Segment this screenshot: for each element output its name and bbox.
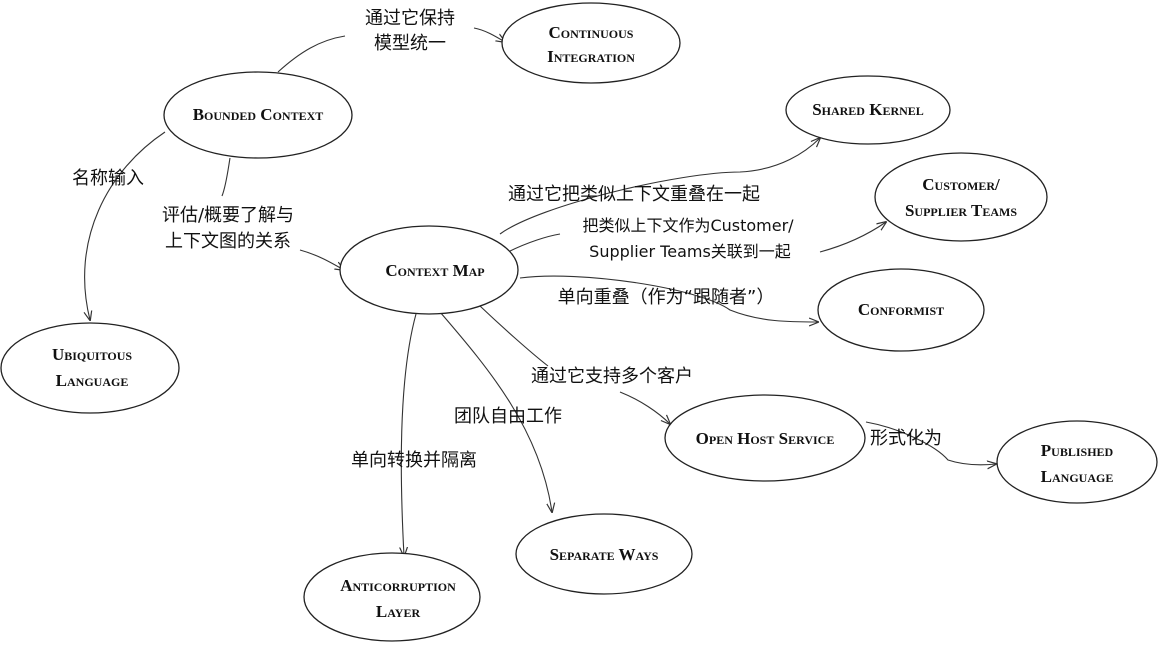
- edge-label-to-ci: [473, 27, 505, 42]
- node-open-host-service: Open Host Service: [664, 394, 866, 482]
- customer-supplier-line1: Customer/: [922, 175, 1000, 194]
- continuous-integration-line1: Continuous: [549, 23, 634, 42]
- continuous-integration-line2: Integration: [547, 47, 635, 66]
- published-language-line2: Language: [1041, 467, 1114, 486]
- node-customer-supplier: Customer/ Supplier Teams: [874, 152, 1048, 242]
- node-continuous-integration: Continuous Integration: [501, 2, 681, 84]
- rel-formalize-as: 形式化为: [870, 428, 942, 449]
- separate-ways-label: Separate Ways: [550, 545, 659, 564]
- node-bounded-context: Bounded Context: [163, 71, 353, 159]
- rel-keep-unified-line1: 通过它保持: [365, 8, 455, 29]
- edge-cm-to-acl: [401, 313, 417, 556]
- rel-teams-free: 团队自由工作: [454, 406, 562, 427]
- conformist-label: Conformist: [858, 300, 944, 319]
- node-separate-ways: Separate Ways: [515, 513, 693, 595]
- node-ubiquitous-language: Ubiquitous Language: [0, 322, 180, 414]
- edge-bounded-to-ubiquitous: [85, 131, 166, 320]
- node-anticorruption-layer: Anticorruption Layer: [303, 552, 481, 642]
- anticorruption-layer-line2: Layer: [376, 602, 421, 621]
- node-published-language: Published Language: [996, 420, 1158, 504]
- node-context-map: Context Map: [339, 225, 519, 315]
- rel-one-way-overlap: 单向重叠（作为“跟随者”）: [558, 287, 775, 308]
- context-map-label: Context Map: [385, 261, 484, 280]
- rel-overlap-shared: 通过它把类似上下文重叠在一起: [508, 184, 760, 205]
- rel-support-clients: 通过它支持多个客户: [531, 366, 693, 387]
- edge-label-to-customer-supplier: [819, 222, 886, 253]
- edge-bounded-to-contextmap: [221, 157, 231, 197]
- edge-bounded-to-ci: [277, 35, 346, 73]
- node-conformist: Conformist: [817, 268, 985, 352]
- rel-relate-cs-line2: Supplier Teams关联到一起: [589, 242, 791, 261]
- rel-relate-cs-line1: 把类似上下文作为Customer/: [582, 216, 794, 235]
- edge-label-to-ohs: [619, 391, 670, 424]
- published-language-line1: Published: [1041, 441, 1114, 460]
- rel-assess-line2: 上下文图的关系: [165, 231, 291, 252]
- ubiquitous-language-line2: Language: [56, 371, 129, 390]
- rel-translate-isolate: 单向转换并隔离: [351, 450, 477, 471]
- ubiquitous-language-line1: Ubiquitous: [52, 345, 132, 364]
- rel-assess-line1: 评估/概要了解与: [162, 205, 294, 226]
- edge-label-to-contextmap: [299, 249, 344, 270]
- anticorruption-layer-line1: Anticorruption: [340, 576, 456, 595]
- open-host-service-label: Open Host Service: [696, 429, 835, 448]
- edge-cm-to-separate-ways: [439, 311, 552, 512]
- node-shared-kernel: Shared Kernel: [785, 75, 951, 145]
- customer-supplier-line2: Supplier Teams: [905, 201, 1017, 220]
- edge-ohs-to-published: [865, 421, 996, 465]
- rel-name-input: 名称输入: [72, 168, 144, 189]
- rel-keep-unified-line2: 模型统一: [374, 33, 446, 54]
- edge-cm-to-shared-kernel: [499, 138, 820, 235]
- bounded-context-label: Bounded Context: [193, 105, 324, 124]
- shared-kernel-label: Shared Kernel: [812, 100, 924, 119]
- edge-cm-to-customer-supplier: [507, 233, 561, 253]
- edge-cm-to-ohs: [479, 305, 549, 367]
- edge-cm-to-conformist: [519, 275, 818, 322]
